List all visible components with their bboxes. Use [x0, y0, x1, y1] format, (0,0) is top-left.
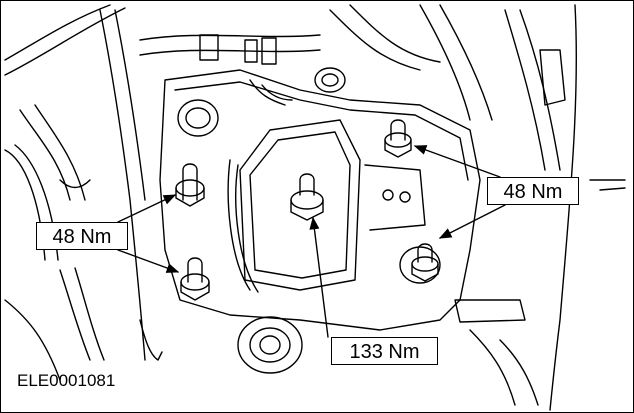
torque-callout-left: 48 Nm — [36, 222, 128, 250]
figure-id-label: ELE0001081 — [17, 371, 116, 390]
torque-callout-center: 133 Nm — [331, 337, 438, 365]
bolt-upper-left — [175, 163, 205, 207]
hoses-top — [139, 4, 493, 121]
center-nut — [290, 173, 324, 221]
arrow-to-upper-right-bolt — [413, 145, 501, 178]
leader-arrows — [117, 145, 506, 338]
rubber-mount — [227, 119, 426, 293]
arrow-to-upper-left-bolt — [117, 194, 177, 223]
arrow-to-center-nut — [309, 216, 329, 338]
body-right — [454, 4, 626, 411]
mount-bracket — [159, 69, 481, 374]
arrow-to-lower-left-bolt — [117, 249, 180, 273]
bolt-lower-left — [180, 257, 210, 301]
bolt-lower-right — [411, 243, 439, 282]
hoses-left — [4, 4, 163, 381]
arrow-to-lower-right-bolt — [438, 204, 506, 239]
bolt-upper-right — [384, 119, 412, 158]
torque-callout-upper-right: 48 Nm — [487, 177, 579, 205]
